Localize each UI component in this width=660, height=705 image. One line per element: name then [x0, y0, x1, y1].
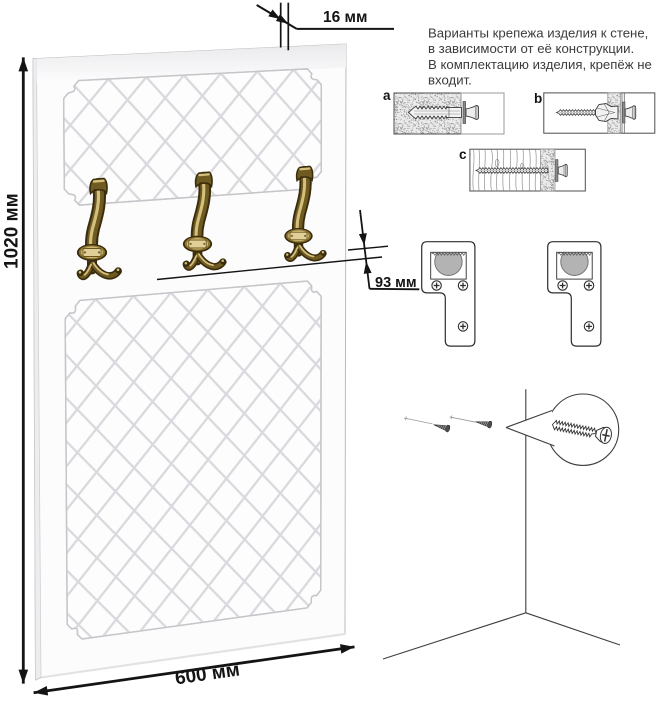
svg-text:b: b — [534, 91, 542, 106]
svg-text:16 мм: 16 мм — [323, 9, 367, 26]
svg-text:1020 мм: 1020 мм — [2, 193, 23, 269]
svg-text:a: a — [383, 88, 391, 103]
svg-text:c: c — [459, 147, 467, 162]
svg-text:93 мм: 93 мм — [375, 275, 417, 291]
svg-text:Варианты крепежа изделия к сте: Варианты крепежа изделия к стене,в завис… — [428, 26, 652, 88]
